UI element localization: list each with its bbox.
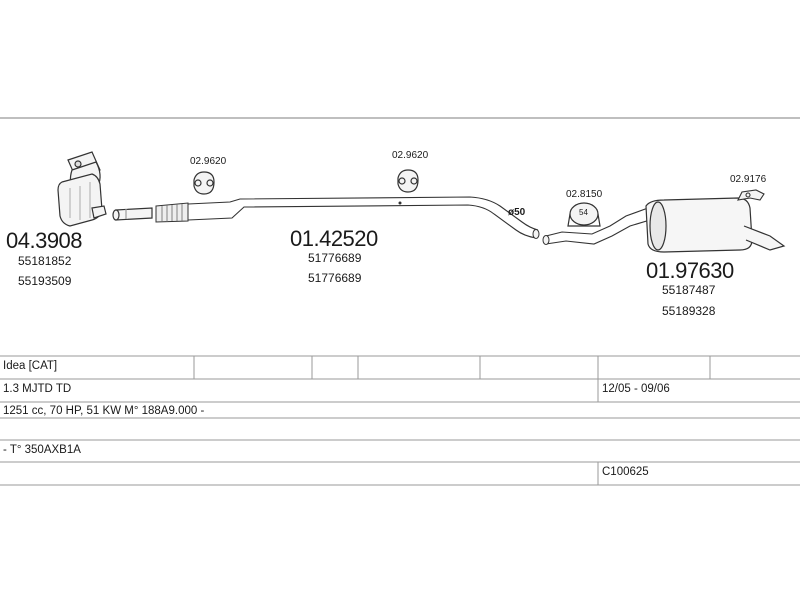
pipe-clamp [567,202,601,227]
rubber-hanger-front [193,171,215,195]
rear-pipe-end [542,235,550,245]
table-code: C100625 [602,466,649,478]
middle-pipe-end [532,229,540,239]
table-type: - T° 350AXB1A [3,444,81,456]
rear-silencer-ref-2: 55189328 [662,304,716,318]
middle-pipe-shape [187,196,539,239]
vehicle-table-grid [0,355,800,486]
rubber-hanger-middle [397,169,419,193]
catalyst-code: 04.3908 [6,228,83,253]
catalytic-converter [57,151,107,227]
middle-pipe-ref-1: 51776689 [308,251,362,265]
flex-pipe-section [155,202,189,223]
catalyst-ref-1: 55181852 [18,254,72,268]
table-specs: 1251 cc, 70 HP, 51 KW M° 188A9.000 - [3,405,205,417]
rear-pipe-shape [545,207,651,245]
clamp-size: 54 [579,208,588,217]
table-model: Idea [CAT] [3,360,58,372]
middle-pipe-ref-2: 51776689 [308,271,362,285]
middle-pipe-code: 01.42520 [290,226,378,251]
table-engine: 1.3 MJTD TD [3,383,72,395]
pipe-hanger-pin [398,201,402,205]
rear-silencer-code: 01.97630 [646,258,734,283]
hanger-front-code: 02.9620 [190,156,227,167]
pipe-diameter-label: ø50 [508,207,526,218]
rear-silencer-ref-1: 55187487 [662,283,716,297]
table-years: 12/05 - 09/06 [602,383,670,395]
rear-silencer-shape [645,197,786,253]
clamp-code: 02.8150 [566,189,603,200]
rear-hanger-code: 02.9176 [730,174,767,185]
hanger-middle-code: 02.9620 [392,150,429,161]
catalyst-ref-2: 55193509 [18,274,72,288]
front-pipe-stub [112,207,153,221]
rear-hanger-bracket [737,189,765,201]
